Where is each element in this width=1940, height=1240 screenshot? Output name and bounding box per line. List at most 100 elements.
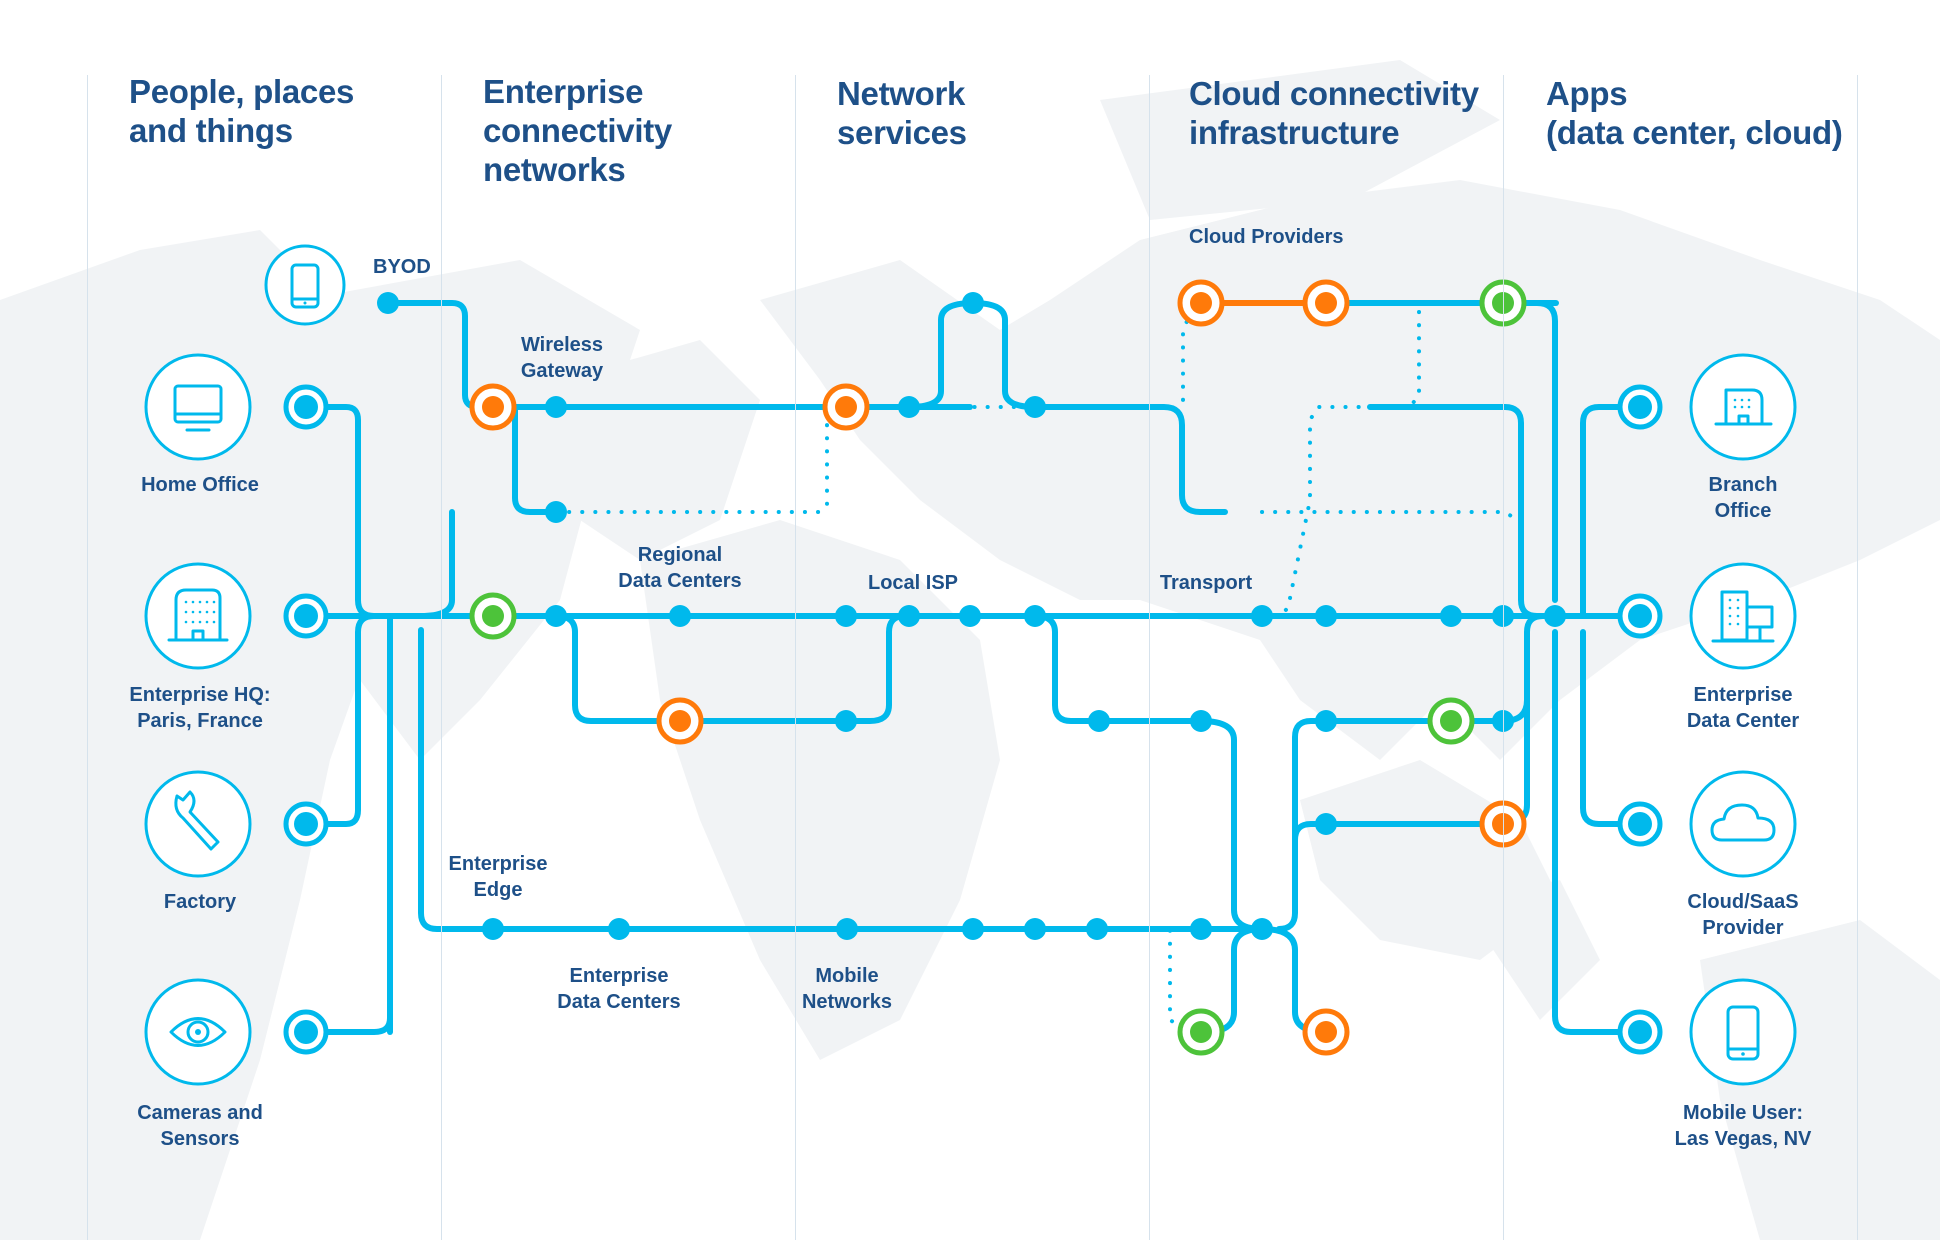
station-node: [836, 918, 858, 940]
label-wireless-gateway: Wireless Gateway: [520, 334, 604, 382]
cloud-icon: [1689, 770, 1797, 878]
station-node: [1088, 710, 1110, 732]
station-node: [377, 292, 399, 314]
network-line: [1032, 613, 1265, 932]
station-node: [835, 605, 857, 627]
map-landmass: [640, 520, 1000, 1060]
office-building-icon-frame: [144, 562, 252, 670]
station-node: [835, 710, 857, 732]
station-node: [1190, 918, 1212, 940]
smartphone-icon-frame: [1689, 978, 1797, 1086]
station-node: [959, 605, 981, 627]
endpoint-label-cameras: Cameras and Sensors: [137, 1102, 263, 1150]
orange-node: [835, 396, 857, 418]
phone-body: [1726, 1005, 1760, 1061]
endpoint-terminal: [294, 604, 318, 628]
network-line: [303, 613, 377, 827]
desktop-monitor-icon: [144, 353, 252, 461]
network-line: [418, 509, 455, 619]
endpoint-terminal: [294, 395, 318, 419]
station-node: [1190, 710, 1212, 732]
cloud-icon-frame: [1689, 770, 1797, 878]
phone-button: [1741, 1052, 1745, 1056]
eye-pupil: [195, 1029, 201, 1035]
network-line: [1276, 718, 1329, 932]
label-mobile-networks: Mobile Networks: [801, 965, 893, 1013]
endpoint-terminal: [294, 812, 318, 836]
window-dot: [205, 600, 209, 604]
endpoint-terminal: [1628, 812, 1652, 836]
network-line: [1580, 404, 1643, 619]
station-node: [1544, 605, 1566, 627]
green-node: [1190, 1021, 1212, 1043]
green-node: [1440, 710, 1462, 732]
wrench-icon: [144, 770, 252, 878]
label-enterprise-data-centers: Enterprise Data Centers: [557, 965, 681, 1013]
label-cloud-providers: Cloud Providers: [1189, 226, 1344, 248]
station-node: [1315, 710, 1337, 732]
window-dot: [212, 620, 216, 624]
station-node: [1315, 813, 1337, 835]
column-divider: [1149, 75, 1150, 1240]
window-dot: [1747, 398, 1751, 402]
window-dot: [191, 610, 195, 614]
endpoint-terminal: [1628, 1020, 1652, 1044]
data-center-building-icon-frame: [1689, 562, 1797, 670]
station-node: [669, 605, 691, 627]
column-title-cloud: Cloud connectivity infrastructure: [1189, 75, 1479, 151]
map-landmass: [1100, 60, 1500, 220]
building-door: [1737, 414, 1750, 426]
station-node: [545, 605, 567, 627]
station-node: [482, 918, 504, 940]
station-node: [898, 605, 920, 627]
window-dot: [184, 600, 188, 604]
building-outline: [174, 588, 222, 642]
byod-label: BYOD: [373, 256, 431, 278]
network-line: [1292, 821, 1329, 843]
map-landmass: [560, 340, 760, 560]
network-line: [1580, 629, 1643, 827]
orange-node: [1315, 1021, 1337, 1043]
window-dot: [191, 620, 195, 624]
network-line: [1552, 629, 1643, 1035]
smartphone-icon: [1689, 978, 1797, 1086]
building-outline: [1724, 388, 1764, 426]
green-node: [482, 605, 504, 627]
station-node: [545, 396, 567, 418]
window-dot: [198, 600, 202, 604]
endpoint-terminal: [1628, 395, 1652, 419]
window-dot: [1728, 598, 1732, 602]
window-dot: [1733, 405, 1737, 409]
network-line: [1367, 404, 1540, 619]
dotted-connection: [1408, 310, 1421, 409]
endpoint-label-cloud-saas: Cloud/SaaS Provider: [1687, 891, 1799, 939]
data-center-building-icon: [1689, 562, 1797, 670]
endpoint-label-enterprise-hq: Enterprise HQ: Paris, France: [129, 684, 271, 732]
column-divider: [441, 75, 442, 1240]
label-enterprise-edge: Enterprise Edge: [448, 853, 548, 901]
eye-icon: [144, 978, 252, 1086]
window-dot: [1728, 614, 1732, 618]
column-divider: [795, 75, 796, 1240]
window-dot: [212, 610, 216, 614]
map-landmass: [300, 260, 640, 760]
label-local-isp: Local ISP: [867, 572, 959, 594]
building-door: [191, 629, 205, 642]
window-dot: [198, 620, 202, 624]
station-node: [1024, 396, 1046, 418]
orange-node: [1315, 292, 1337, 314]
window-dot: [1736, 606, 1740, 610]
window-dot: [1736, 598, 1740, 602]
endpoint-label-mobile-user: Mobile User: Las Vegas, NV: [1674, 1102, 1812, 1150]
station-node: [608, 918, 630, 940]
endpoint-label-branch-office: Branch Office: [1708, 474, 1778, 522]
world-map-background: [0, 60, 1940, 1240]
dotted-connection: [1260, 405, 1372, 618]
window-dot: [1740, 398, 1744, 402]
branch-building-icon: [1689, 353, 1797, 461]
network-line: [418, 627, 1265, 932]
window-dot: [205, 610, 209, 614]
smartphone-icon-frame: [264, 244, 346, 326]
network-line: [906, 300, 1228, 515]
